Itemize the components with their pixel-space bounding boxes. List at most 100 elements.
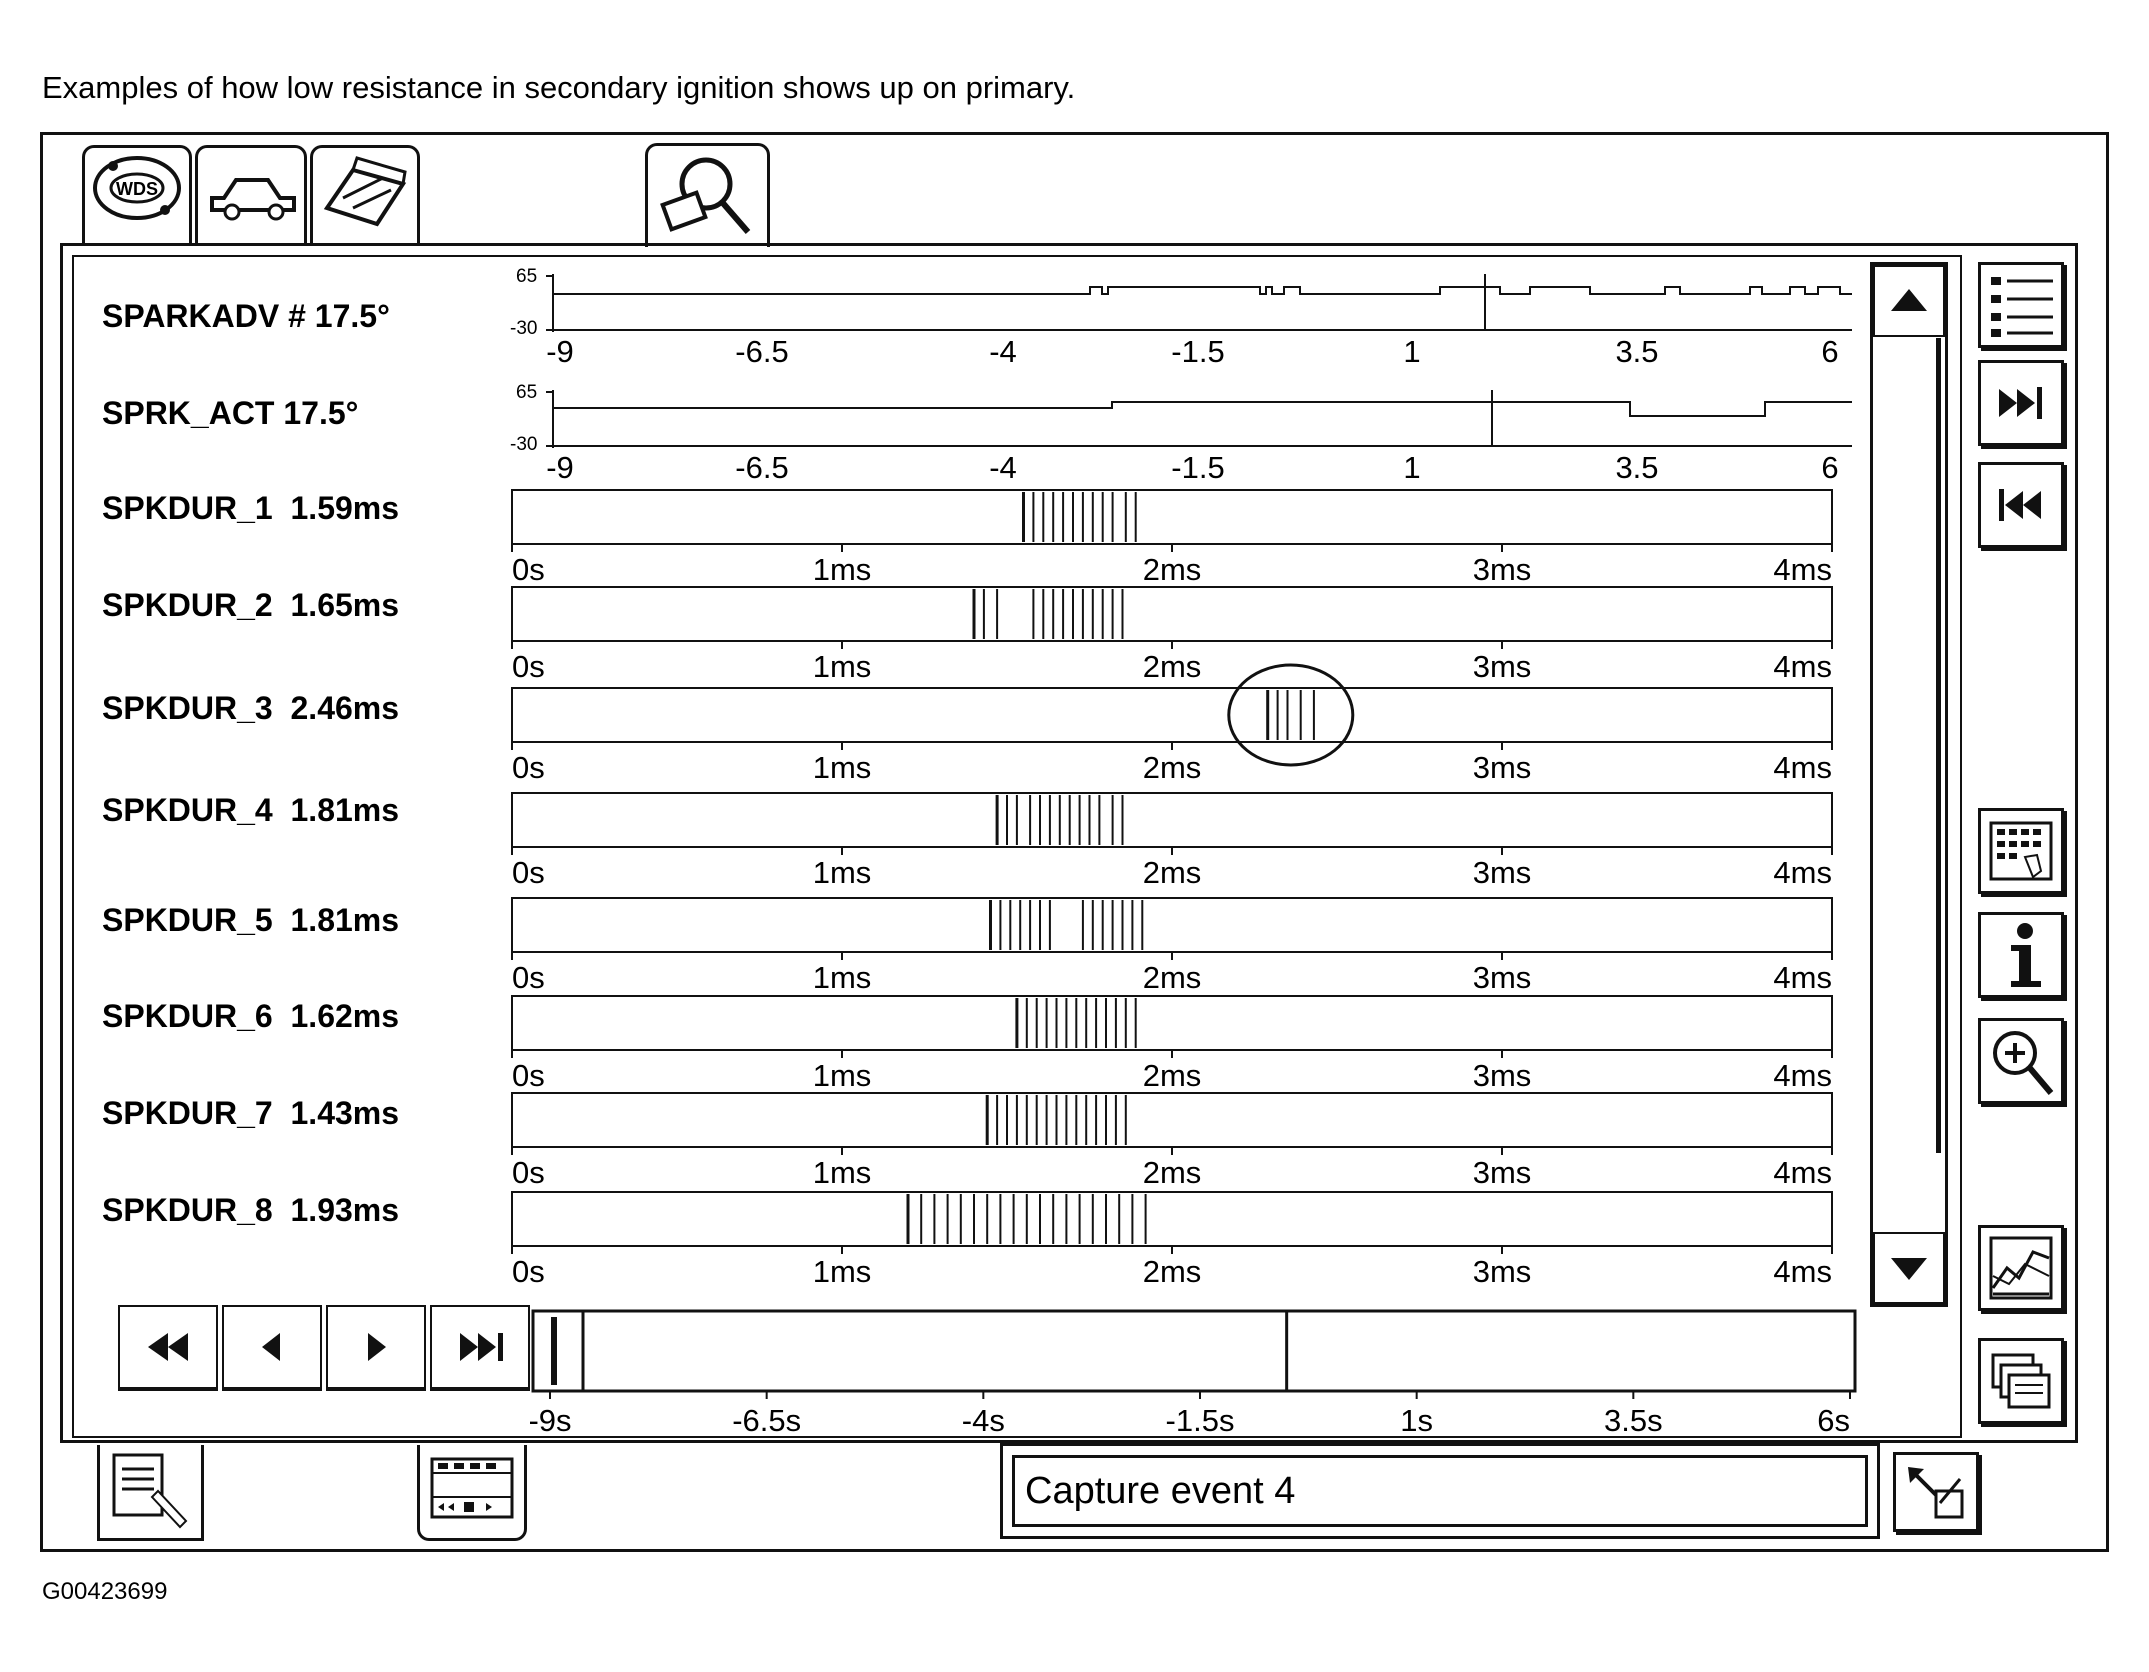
expand-button[interactable] (1893, 1452, 1979, 1532)
x-tick-label: 1ms (813, 552, 872, 587)
rewind-button[interactable] (118, 1305, 218, 1391)
tab-toolbox[interactable] (310, 145, 420, 245)
pid-label-sprk-act: SPRK_ACT 17.5° (102, 395, 359, 431)
timeline-slider-handle[interactable] (531, 1309, 585, 1393)
status-field-frame (1000, 1443, 1880, 1539)
x-tick-label: 1ms (813, 855, 872, 890)
scroll-down-button[interactable] (1873, 1232, 1945, 1304)
tab-toolbox-active[interactable] (645, 143, 770, 247)
x-tick-label: 0s (512, 552, 545, 587)
graph-box (511, 792, 1833, 848)
arrow-up-icon (1891, 289, 1927, 311)
highlight-circle (1227, 663, 1355, 767)
x-tick-label: 4ms (1773, 960, 1832, 995)
tab-wds[interactable]: WDS (82, 145, 192, 245)
graph-box (511, 897, 1833, 953)
rewind-icon (148, 1333, 188, 1361)
svg-text:WDS: WDS (116, 179, 158, 199)
x-tick-label: 2ms (1143, 960, 1202, 995)
x-tick: 6 (1821, 450, 1838, 485)
application-window (40, 132, 2109, 1552)
x-tick-label: 1ms (813, 1254, 872, 1289)
x-tick: -6.5 (735, 450, 788, 485)
fast-forward-button[interactable] (430, 1305, 530, 1391)
graph-view-button[interactable] (1978, 1225, 2064, 1311)
scroll-thumb[interactable] (1873, 338, 1941, 1153)
tab-vehicle[interactable] (195, 145, 307, 245)
x-tick-label: 2ms (1143, 855, 1202, 890)
x-tick-label: 3ms (1473, 750, 1532, 785)
main-panel (60, 243, 2078, 1443)
sparkadv-graph: 65 -30 -9 -6.5 -4 -1.5 1 3.5 6 (510, 266, 1852, 369)
x-tick: -6.5 (735, 334, 788, 369)
list-button[interactable] (1978, 262, 2064, 348)
graph-box (511, 1191, 1833, 1247)
x-tick-label: 1ms (813, 750, 872, 785)
x-tick-label: 2ms (1143, 1155, 1202, 1190)
notepad-icon (112, 1453, 188, 1529)
step-back-button[interactable] (222, 1305, 322, 1391)
graph-box (511, 687, 1833, 743)
x-tick-label: 0s (512, 1254, 545, 1289)
x-tick-label: 0s (512, 855, 545, 890)
timeline-tick-label: -6.5s (732, 1403, 801, 1438)
zoom-in-button[interactable] (1978, 1018, 2064, 1104)
y-min-label: -30 (510, 318, 537, 339)
stacked-pages-button[interactable] (1978, 1338, 2064, 1424)
graph-icon (1989, 1236, 2053, 1300)
y-min-label: -30 (510, 434, 537, 455)
pid-label-spkdur-8: SPKDUR_8 1.93ms (102, 1192, 400, 1228)
x-tick-label: 2ms (1143, 1058, 1202, 1093)
skip-forward-button[interactable] (1978, 360, 2064, 446)
x-tick: 3.5 (1615, 450, 1658, 485)
toolbox-icon (323, 156, 407, 227)
y-max-label: 65 (516, 266, 537, 287)
x-tick-label: 3ms (1473, 552, 1532, 587)
x-tick: 1 (1403, 334, 1420, 369)
info-icon (2011, 923, 2041, 987)
x-tick: 1 (1403, 450, 1420, 485)
keypad-button[interactable] (1978, 808, 2064, 894)
stacked-pages-icon (1991, 1353, 2051, 1409)
timeline-tick-label: -9s (530, 1403, 572, 1438)
x-tick-label: 0s (512, 1155, 545, 1190)
film-strip-button[interactable] (417, 1445, 527, 1541)
film-strip-icon (430, 1457, 514, 1519)
x-tick-label: 4ms (1773, 750, 1832, 785)
info-button[interactable] (1978, 912, 2064, 998)
x-tick-label: 2ms (1143, 1254, 1202, 1289)
notepad-button[interactable] (97, 1445, 204, 1541)
scroll-up-button[interactable] (1873, 265, 1945, 337)
status-text: Capture event 4 (1012, 1455, 1868, 1527)
x-tick-labels: -9 -6.5 -4 -1.5 1 3.5 6 (546, 334, 1838, 369)
x-tick-label: 1ms (813, 1155, 872, 1190)
timeline-tick-label: -4s (962, 1403, 1005, 1438)
x-tick-label: 1ms (813, 649, 872, 684)
x-tick-label: 0s (512, 649, 545, 684)
zoom-in-icon (1993, 1031, 2054, 1095)
pid-label-spkdur-1: SPKDUR_1 1.59ms (102, 490, 400, 526)
y-max-label: 65 (516, 382, 537, 403)
pid-label-spkdur-3: SPKDUR_3 2.46ms (102, 690, 400, 726)
x-tick-label: 2ms (1143, 750, 1202, 785)
pid-label-spkdur-6: SPKDUR_6 1.62ms (102, 998, 400, 1034)
play-button[interactable] (326, 1305, 426, 1391)
x-tick-label: 3ms (1473, 960, 1532, 995)
vertical-scrollbar[interactable] (1870, 262, 1948, 1307)
skip-back-button[interactable] (1978, 462, 2064, 548)
x-tick-label: 2ms (1143, 552, 1202, 587)
x-tick-label: 0s (512, 750, 545, 785)
pid-panel (72, 255, 1962, 1438)
graph-box (511, 1092, 1833, 1148)
x-tick-labels: -9 -6.5 -4 -1.5 1 3.5 6 (546, 450, 1838, 485)
graph-box (511, 586, 1833, 642)
skip-back-icon (1999, 489, 2041, 521)
x-tick: -9 (546, 450, 574, 485)
x-tick-label: 4ms (1773, 1254, 1832, 1289)
x-tick-label: 1ms (813, 960, 872, 995)
x-tick-label: 4ms (1773, 649, 1832, 684)
